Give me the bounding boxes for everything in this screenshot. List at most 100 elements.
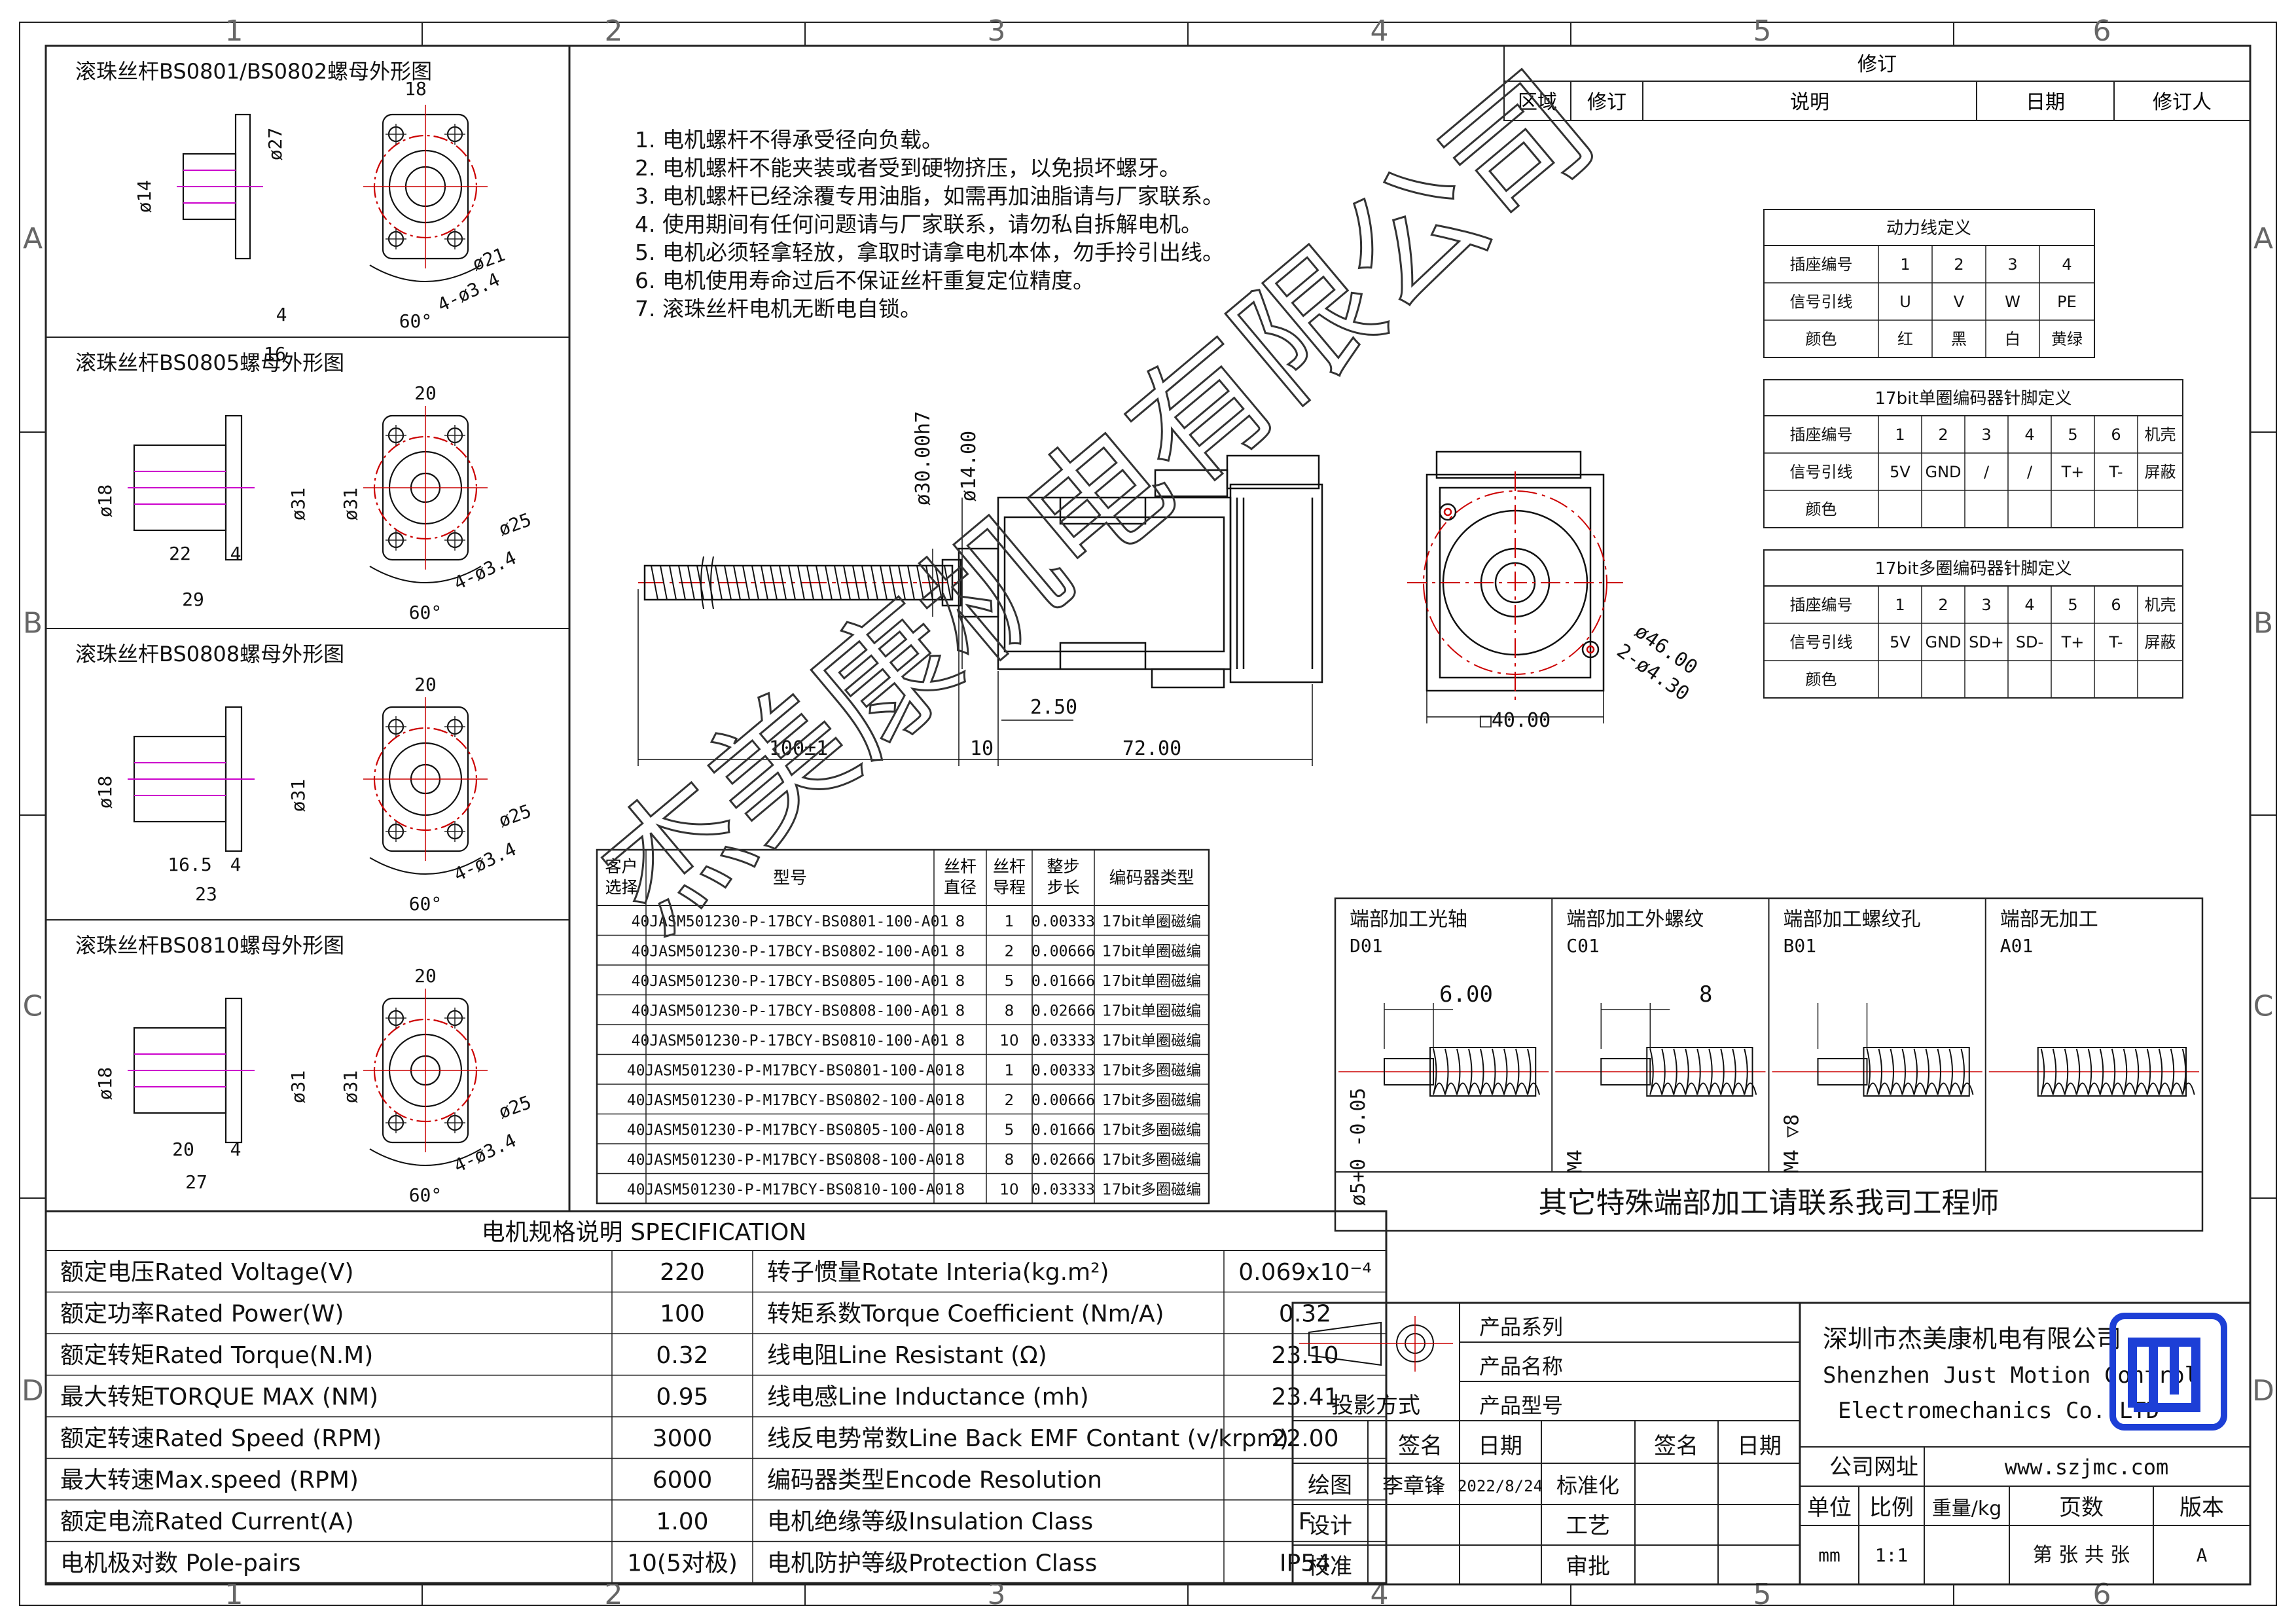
model-table-cell: 5 xyxy=(1005,973,1014,990)
end-proc-title: 端部无加工 xyxy=(2000,908,2098,931)
nut-dimension: ø31 xyxy=(340,488,361,521)
encoder-single-table-cell: T- xyxy=(2108,463,2123,481)
frame-column-label: 1 xyxy=(225,14,243,48)
notes-list: 1. 电机螺杆不得承受径向负载。2. 电机螺杆不能夹装或者受到硬物挤压，以免损坏… xyxy=(635,127,1224,321)
encoder-single-table-cell: 颜色 xyxy=(1806,500,1837,519)
spec-cell: 额定转速Rated Speed (RPM) xyxy=(60,1425,382,1452)
end-proc-vdim: M4 xyxy=(1564,1150,1587,1173)
encoder-single-table-cell: 机壳 xyxy=(2145,426,2176,444)
nut-dimension: 16 xyxy=(264,343,286,365)
model-table-cell: 40JASM501230-P-17BCY-BS0810-100-A01 xyxy=(632,1032,949,1049)
power-table-cell: 红 xyxy=(1897,330,1913,348)
encoder-multi-table-cell: 插座编号 xyxy=(1790,596,1853,614)
power-table-cell: 4 xyxy=(2062,255,2072,274)
company-name-en-2: Electromechanics Co.,LTD xyxy=(1838,1398,2159,1424)
product-series-label: 产品系列 xyxy=(1479,1315,1563,1340)
spec-cell: 额定功率Rated Power(W) xyxy=(60,1300,344,1327)
encoder-single-table-cell: 2 xyxy=(1938,426,1948,444)
end-proc-title: 端部加工螺纹孔 xyxy=(1784,908,1921,931)
rev-col-date: 日期 xyxy=(2026,91,2065,114)
encoder-multi-table-cell: 3 xyxy=(1981,596,1991,614)
end-proc-title: 端部加工外螺纹 xyxy=(1566,908,1704,931)
model-table-cell: 0.00333 xyxy=(1031,913,1095,930)
company-logo xyxy=(2109,1313,2227,1431)
nut-dimension: 4 xyxy=(230,854,242,875)
power-table-cell: 白 xyxy=(2005,330,2020,348)
model-table-cell: 40JASM501230-P-17BCY-BS0805-100-A01 xyxy=(632,973,949,990)
weight-label: 重量/kg xyxy=(1932,1497,2002,1520)
frame-row-label: C xyxy=(23,990,43,1023)
model-table-cell: 0.01666 xyxy=(1031,1122,1095,1139)
encoder-multi-table-cell: T+ xyxy=(2061,633,2085,651)
nut-dimension: ø27 xyxy=(264,128,286,161)
nut-dimension: ø31 xyxy=(340,1070,361,1104)
sign-label-2: 签名 xyxy=(1654,1433,1698,1459)
spec-cell: 额定电压Rated Voltage(V) xyxy=(60,1259,354,1286)
nut-dimension: 29 xyxy=(182,589,204,610)
drawn-name: 李章锋 xyxy=(1382,1473,1445,1498)
power-table-cell: 黑 xyxy=(1951,330,1967,348)
model-table-cell: 8 xyxy=(956,943,965,960)
model-table-header: 丝杆导程 xyxy=(993,857,1026,897)
main-dimension: 100±1 xyxy=(769,737,828,760)
nut-dimension: 20 xyxy=(414,965,437,987)
model-table-cell: 8 xyxy=(956,1181,965,1198)
spec-cell: 0.32 xyxy=(1279,1300,1331,1327)
main-dimension: 2.50 xyxy=(1030,696,1077,719)
main-dimension: 72.00 xyxy=(1122,737,1181,760)
power-table-cell: 2 xyxy=(1954,255,1964,274)
spec-cell: 最大转矩TORQUE MAX (NM) xyxy=(60,1383,378,1410)
date-label-2: 日期 xyxy=(1737,1433,1782,1459)
frame-row-label: C xyxy=(2253,990,2274,1023)
spec-cell: 转矩系数Torque Coefficient (Nm/A) xyxy=(767,1300,1164,1327)
spec-cell: 23.10 xyxy=(1271,1342,1338,1369)
product-name-label: 产品名称 xyxy=(1479,1354,1563,1379)
power-table-cell: 颜色 xyxy=(1806,330,1837,348)
nut-dimension: 4 xyxy=(276,304,287,325)
frame-column-label: 6 xyxy=(2093,1578,2111,1611)
nut-dimension: 60° xyxy=(409,602,442,623)
spec-cell: 电机绝缘等级Insulation Class xyxy=(767,1508,1093,1535)
model-table-header: 丝杆直径 xyxy=(944,857,977,897)
spec-cell: 电机极对数 Pole-pairs xyxy=(60,1550,301,1577)
encoder-multi-table-cell: 信号引线 xyxy=(1790,633,1853,651)
model-table-header: 型号 xyxy=(773,869,807,888)
model-table-cell: 0.03333 xyxy=(1031,1181,1095,1198)
encoder-single-table-cell: 6 xyxy=(2111,426,2121,444)
power-table-cell: 3 xyxy=(2007,255,2017,274)
nut-dimension: ø31 xyxy=(287,488,309,521)
drawn-label: 绘图 xyxy=(1308,1472,1352,1499)
nut-view-title: 滚珠丝杆BS0805螺母外形图 xyxy=(75,350,344,375)
power-table-cell: PE xyxy=(2057,293,2077,311)
encoder-single-table-cell: T+ xyxy=(2061,463,2085,481)
model-table-cell: 17bit单圈磁编 xyxy=(1102,973,1201,990)
main-dimension: □40.00 xyxy=(1480,709,1551,732)
projection-label: 投影方式 xyxy=(1331,1393,1420,1419)
model-table-cell: 0.02666 xyxy=(1031,1002,1095,1019)
spec-cell: 编码器类型Encode Resolution xyxy=(767,1467,1102,1493)
power-table-title: 动力线定义 xyxy=(1886,219,1971,238)
end-proc-code: B01 xyxy=(1784,935,1817,957)
motor-side-view xyxy=(637,454,1323,766)
end-proc-vdim: M4 ▽8 xyxy=(1781,1114,1804,1173)
motor-front-view xyxy=(1407,450,1623,723)
encoder-single-table-cell: 5 xyxy=(2068,426,2077,444)
encoder-multi-table-cell: 1 xyxy=(1895,596,1905,614)
date-label: 日期 xyxy=(1478,1433,1522,1459)
encoder-single-table-cell: 1 xyxy=(1895,426,1905,444)
frame-row-label: D xyxy=(2252,1374,2274,1408)
scale-value: 1:1 xyxy=(1875,1544,1909,1566)
model-table-cell: 8 xyxy=(956,1152,965,1169)
encoder-multi-table-cell: 颜色 xyxy=(1806,670,1837,689)
nut-dimension: 20 xyxy=(414,382,437,404)
model-table-cell: 0.00333 xyxy=(1031,1062,1095,1079)
model-table-cell: 0.00666 xyxy=(1031,1092,1095,1109)
nut-dimension: 4 xyxy=(230,543,242,564)
model-table-cell: 8 xyxy=(956,973,965,990)
nut-dimension: 20 xyxy=(414,674,437,695)
power-table-cell: 1 xyxy=(1900,255,1910,274)
model-table-cell: 1 xyxy=(1005,913,1014,930)
frame-row-label: A xyxy=(23,222,43,255)
nut-dimension: ø31 xyxy=(287,1070,309,1104)
spec-cell: 额定转矩Rated Torque(N.M) xyxy=(60,1342,373,1369)
